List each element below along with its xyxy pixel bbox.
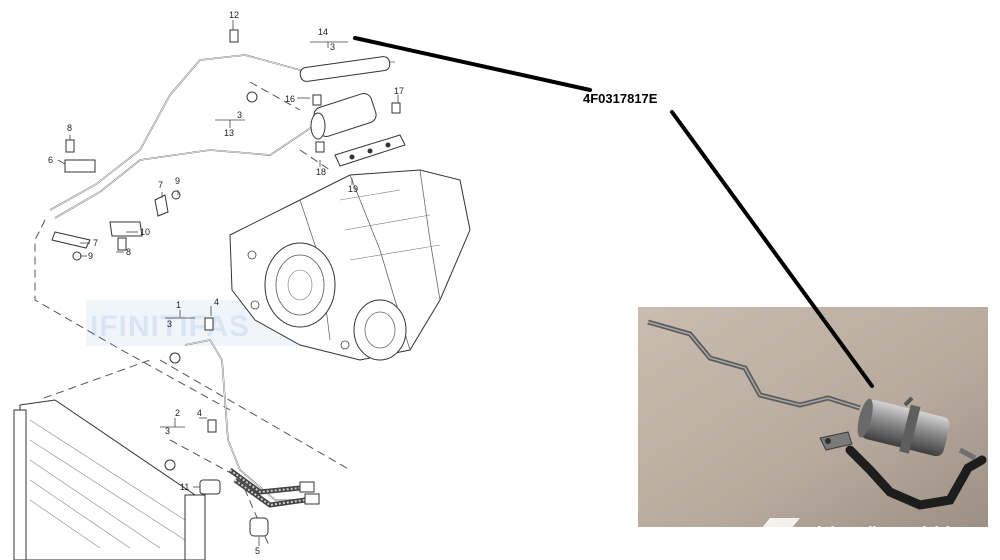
fasteners [65, 29, 401, 471]
callout-3-upper-right: 3 [330, 42, 335, 52]
callout-3-lower: 3 [165, 426, 170, 436]
callout-9-upper: 9 [175, 176, 180, 186]
bracket-19 [334, 134, 406, 167]
callout-14: 14 [318, 27, 328, 37]
callout-4-upper: 4 [214, 297, 219, 307]
cooler-damper-cylinder [299, 56, 391, 140]
gearbox-housing [229, 169, 471, 361]
watermark-text: IFINITIFAS [90, 310, 250, 343]
callout-13: 13 [224, 128, 234, 138]
callout-1: 1 [176, 300, 181, 310]
callout-3-mid: 3 [167, 319, 172, 329]
callout-8-lower: 8 [126, 247, 131, 257]
callout-12: 12 [229, 10, 239, 20]
callout-19: 19 [348, 184, 358, 194]
callout-2: 2 [175, 408, 180, 418]
callout-17: 17 [394, 86, 404, 96]
radiator [13, 399, 206, 560]
callout-16: 16 [285, 94, 295, 104]
part-number-pointers [353, 36, 874, 388]
club-branding: Club Audisport Ibérica www.audisport-ibe… [752, 518, 965, 557]
part-photo [638, 307, 988, 527]
callout-18: 18 [316, 167, 326, 177]
pointer-to-diagram [353, 36, 592, 92]
pipe-clips [51, 159, 169, 249]
club-url: www.audisport-iberica.com [776, 545, 908, 557]
club-name: Club Audisport Ibérica [805, 524, 965, 541]
callout-leaders [57, 20, 399, 546]
callout-7-lower: 7 [93, 238, 98, 248]
pointer-to-photo [670, 110, 874, 388]
callout-4-lower: 4 [197, 408, 202, 418]
callout-9-lower: 9 [88, 251, 93, 261]
callout-10: 10 [140, 227, 150, 237]
callout-11: 11 [180, 482, 189, 492]
callout-3-upper-left: 3 [237, 110, 242, 120]
part-number-label: 4F0317817E [583, 91, 658, 106]
callout-8-upper: 8 [67, 123, 72, 133]
club-logo-icon [752, 518, 800, 540]
callouts: 12 14 3 3 13 16 17 18 19 8 6 7 9 10 7 9 … [48, 10, 404, 556]
callout-7-upper: 7 [158, 180, 163, 190]
callout-5: 5 [255, 546, 260, 556]
lower-cooler-pipe [184, 339, 320, 537]
callout-6: 6 [48, 155, 53, 165]
